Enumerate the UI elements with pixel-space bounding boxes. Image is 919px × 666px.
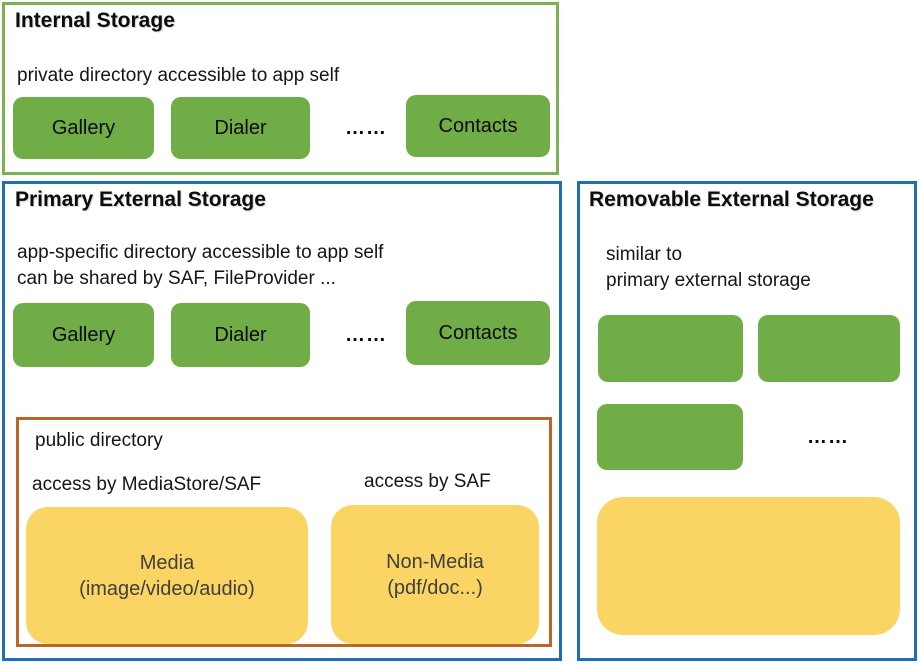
- internal-storage-box: Internal Storage private directory acces…: [2, 2, 559, 175]
- internal-storage-description: private directory accessible to app self: [17, 65, 340, 86]
- removable-external-storage-box: Removable External Storage similar to pr…: [577, 181, 917, 661]
- app-box-gallery: Gallery: [13, 97, 154, 159]
- removable-external-storage-description: similar to primary external storage: [606, 244, 811, 291]
- app-box-gallery: Gallery: [13, 303, 154, 367]
- app-box-dialer: Dialer: [171, 97, 310, 159]
- non-media-box: Non-Media (pdf/doc...): [331, 505, 539, 644]
- placeholder-app-box: [598, 315, 743, 382]
- placeholder-app-box: [597, 404, 743, 470]
- placeholder-public-box: [597, 497, 900, 635]
- primary-external-storage-title: Primary External Storage: [15, 188, 266, 211]
- ellipsis-label: ……: [807, 425, 849, 448]
- primary-external-storage-box: Primary External Storage app-specific di…: [2, 181, 562, 661]
- ellipsis-label: ……: [345, 116, 387, 139]
- ellipsis-label: ……: [345, 323, 387, 346]
- public-directory-title: public directory: [35, 430, 163, 451]
- nonmedia-access-label: access by SAF: [364, 471, 491, 492]
- removable-external-storage-title: Removable External Storage: [589, 188, 874, 211]
- app-box-contacts: Contacts: [406, 301, 550, 365]
- internal-storage-title: Internal Storage: [15, 9, 175, 32]
- media-box: Media (image/video/audio): [26, 507, 308, 644]
- primary-external-storage-description: app-specific directory accessible to app…: [17, 242, 384, 289]
- placeholder-app-box: [758, 315, 900, 382]
- public-directory-box: public directory access by MediaStore/SA…: [16, 417, 552, 647]
- media-access-label: access by MediaStore/SAF: [32, 474, 262, 495]
- app-box-dialer: Dialer: [171, 303, 310, 367]
- app-box-contacts: Contacts: [406, 95, 550, 157]
